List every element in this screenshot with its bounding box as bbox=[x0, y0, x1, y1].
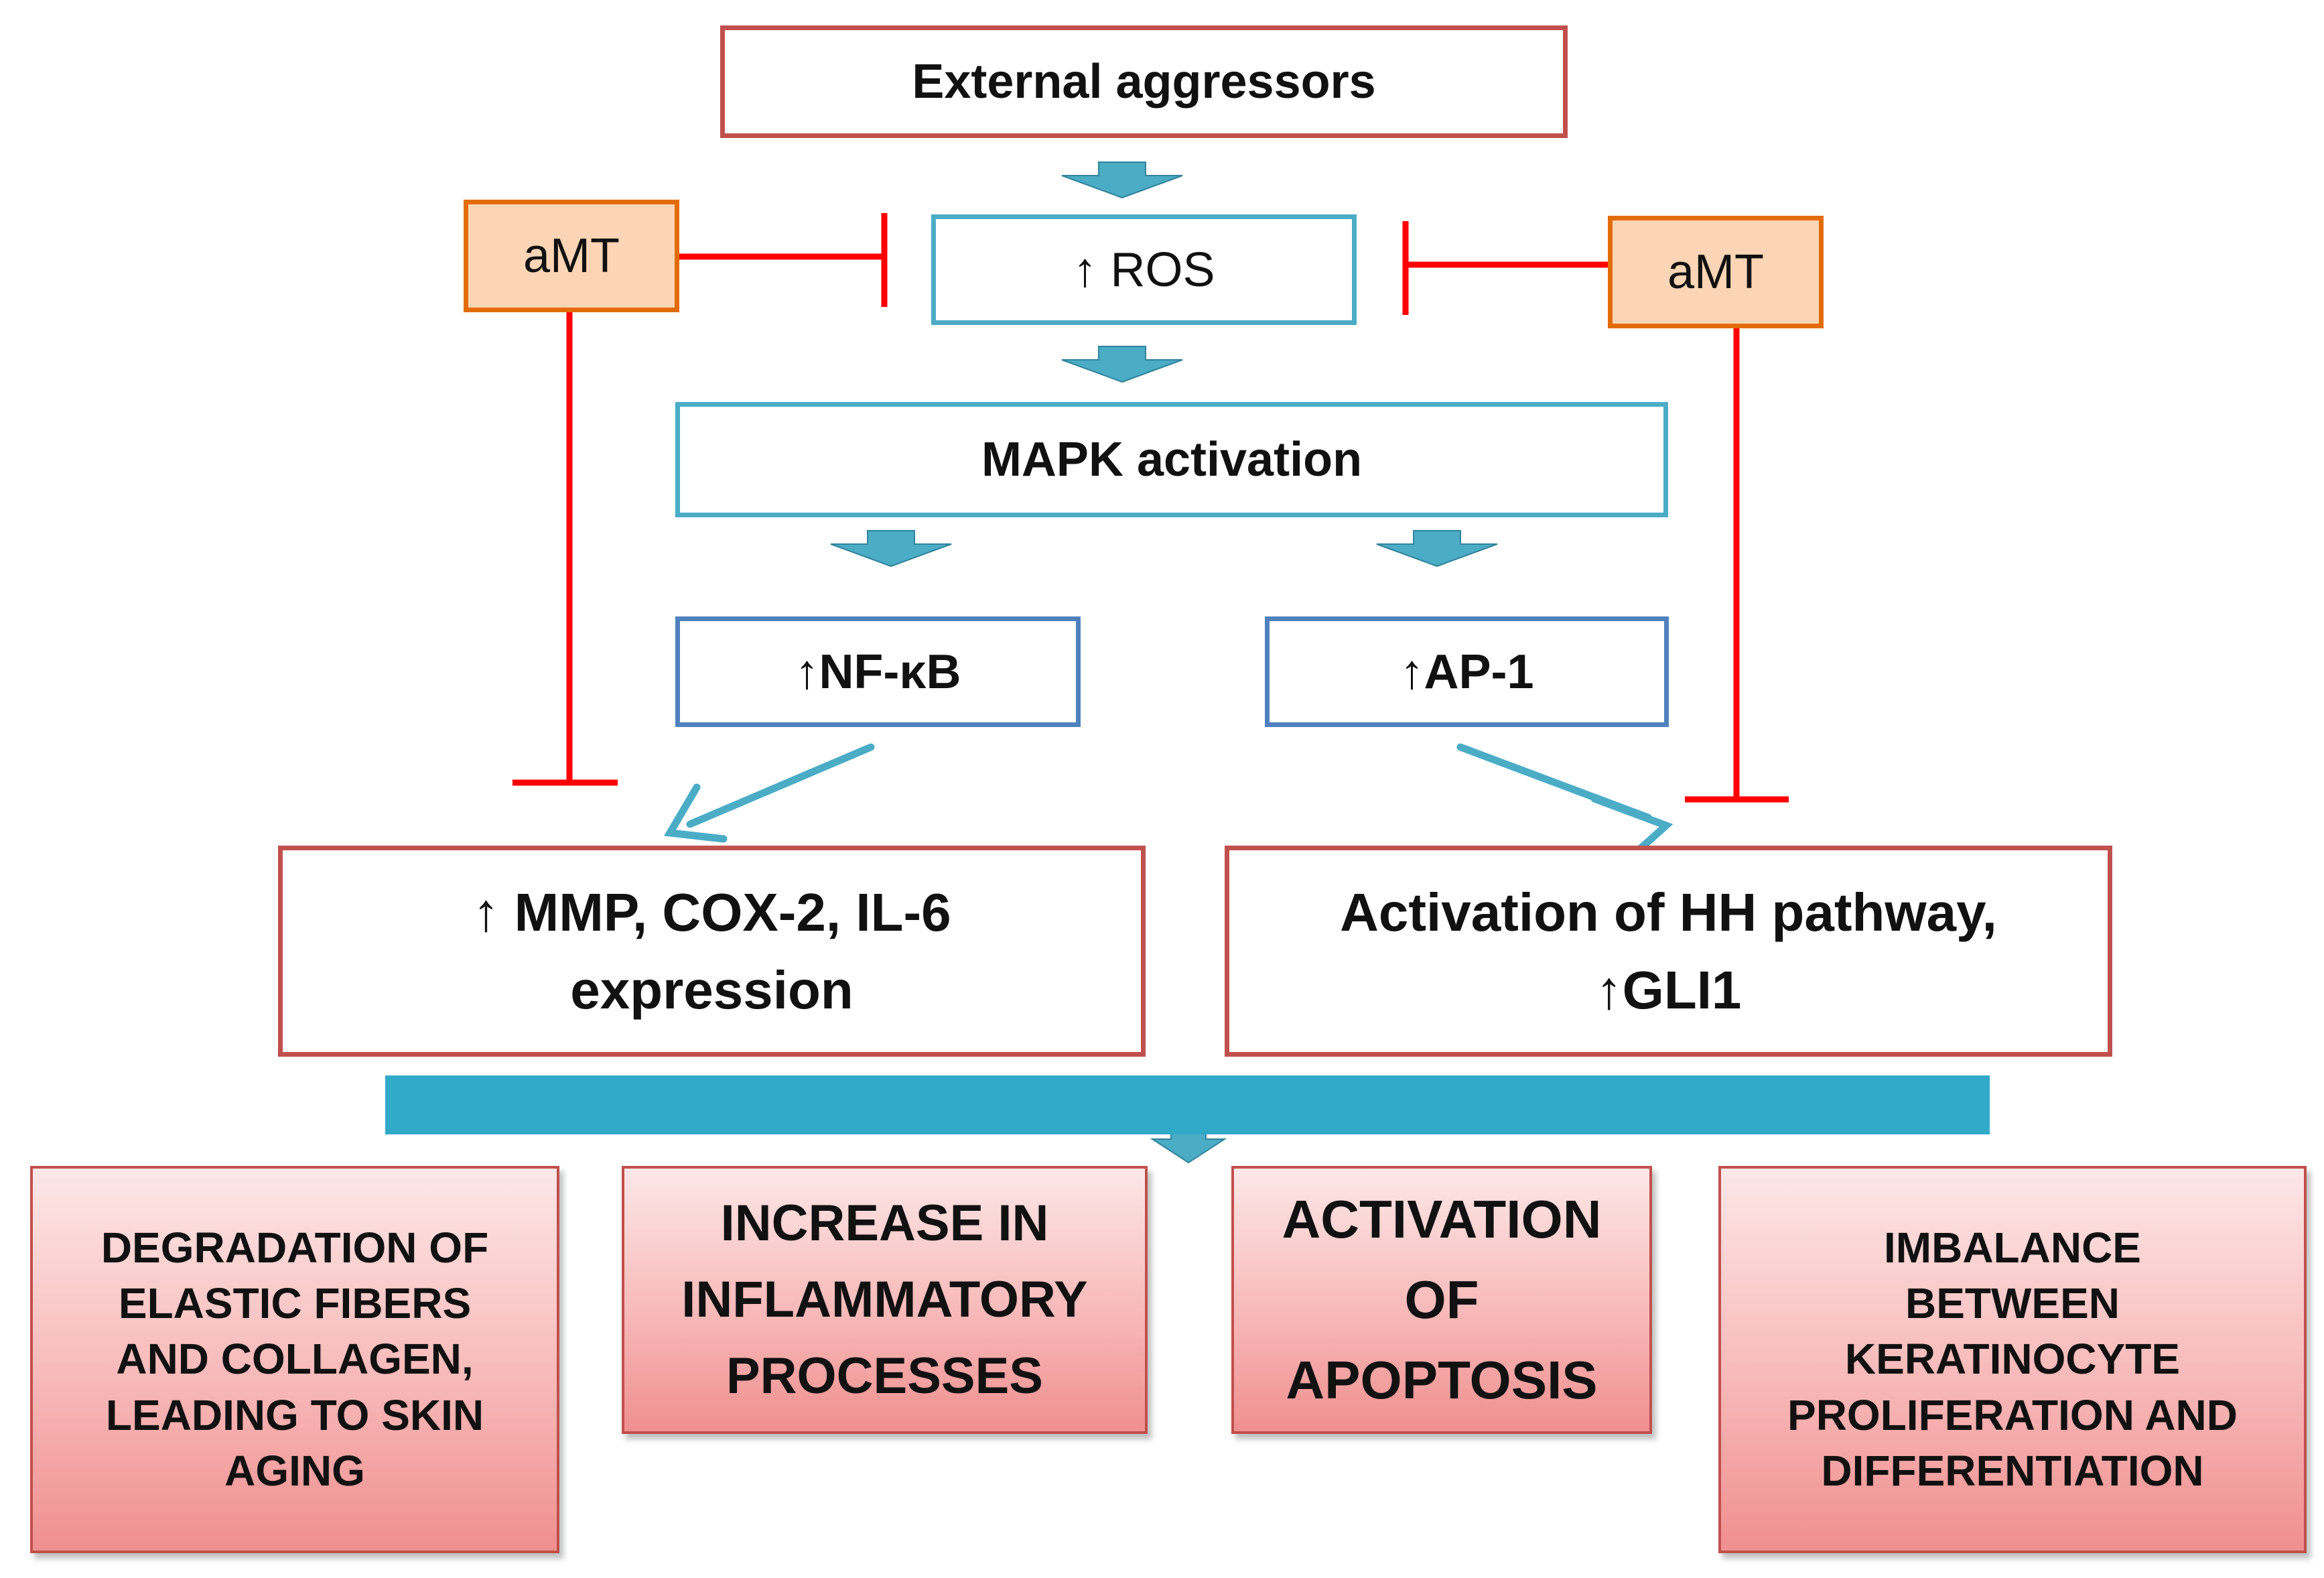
outcome-skin-aging: DEGRADATION OF ELASTIC FIBERS AND COLLAG… bbox=[30, 1166, 559, 1553]
outcome-line: KERATINOCYTE bbox=[1844, 1335, 2181, 1384]
convergence-bar bbox=[385, 1075, 1990, 1134]
outcome-line: INCREASE IN bbox=[720, 1195, 1049, 1252]
amt-inhibitor-left: aMT bbox=[464, 200, 679, 312]
mapk-label: MAPK activation bbox=[981, 433, 1363, 486]
amt-right-label: aMT bbox=[1667, 245, 1764, 299]
outcome-keratinocyte: IMBALANCE BETWEEN KERATINOCYTE PROLIFERA… bbox=[1718, 1166, 2307, 1553]
arrow-nfkb-to-mmp bbox=[686, 743, 875, 828]
outcome-line: DEGRADATION OF bbox=[100, 1224, 489, 1272]
outcome-apoptosis: ACTIVATION OF APOPTOSIS bbox=[1231, 1166, 1652, 1434]
outcome-inflammatory: INCREASE IN INFLAMMATORY PROCESSES bbox=[622, 1166, 1148, 1434]
outcome-line: APOPTOSIS bbox=[1286, 1350, 1598, 1410]
arrow-ros-to-mapk bbox=[1061, 346, 1183, 383]
arrow-external-to-ros bbox=[1061, 161, 1183, 199]
mapk-activation-box: MAPK activation bbox=[675, 402, 1668, 517]
outcome-line: PROCESSES bbox=[726, 1347, 1044, 1404]
arrow-mapk-to-nfkb bbox=[830, 530, 952, 568]
mmp-expression-box: ↑ MMP, COX-2, IL-6 expression bbox=[278, 846, 1146, 1057]
nfkb-label: ↑NF-κB bbox=[795, 645, 961, 699]
outcome-line: AND COLLAGEN, bbox=[116, 1335, 474, 1384]
ap1-box: ↑AP-1 bbox=[1265, 616, 1669, 727]
amt-inhibitor-right: aMT bbox=[1608, 216, 1824, 328]
mmp-label-line2: expression bbox=[570, 960, 853, 1020]
outcome-line: DIFFERENTIATION bbox=[1821, 1446, 2204, 1495]
external-aggressors-label: External aggressors bbox=[912, 55, 1376, 109]
diagonal-arrows bbox=[663, 743, 1673, 864]
outcome-line: ELASTIC FIBERS bbox=[118, 1279, 472, 1328]
ros-label: ↑ ROS bbox=[1073, 243, 1215, 297]
flow-arrows bbox=[830, 161, 1498, 1164]
outcome-line: INFLAMMATORY bbox=[681, 1271, 1088, 1328]
ap1-label: ↑AP-1 bbox=[1399, 645, 1534, 699]
external-aggressors-box: External aggressors bbox=[720, 25, 1568, 138]
outcome-line: LEADING TO SKIN bbox=[105, 1390, 484, 1439]
outcome-line: AGING bbox=[224, 1446, 365, 1495]
ros-box: ↑ ROS bbox=[931, 214, 1357, 325]
outcome-line: PROLIFERATION AND bbox=[1787, 1390, 2238, 1439]
outcome-line: ACTIVATION bbox=[1282, 1189, 1602, 1249]
hh-label-line1: Activation of HH pathway, bbox=[1340, 882, 1997, 942]
arrow-bar-to-outcomes bbox=[1150, 1132, 1227, 1164]
outcome-line: IMBALANCE bbox=[1884, 1224, 2141, 1272]
nfkb-box: ↑NF-κB bbox=[675, 616, 1081, 727]
outcome-line: OF bbox=[1404, 1270, 1479, 1329]
hh-pathway-box: Activation of HH pathway, ↑GLI1 bbox=[1225, 846, 2112, 1057]
outcome-line: BETWEEN bbox=[1905, 1279, 2120, 1328]
arrow-nfkb-to-mmp-head bbox=[663, 783, 728, 843]
inhibition-lines bbox=[512, 213, 1789, 803]
hh-label-line2: ↑GLI1 bbox=[1595, 960, 1742, 1020]
mmp-label-line1: ↑ MMP, COX-2, IL-6 bbox=[472, 882, 951, 942]
amt-left-label: aMT bbox=[523, 229, 620, 283]
arrow-mapk-to-ap1 bbox=[1376, 530, 1498, 568]
